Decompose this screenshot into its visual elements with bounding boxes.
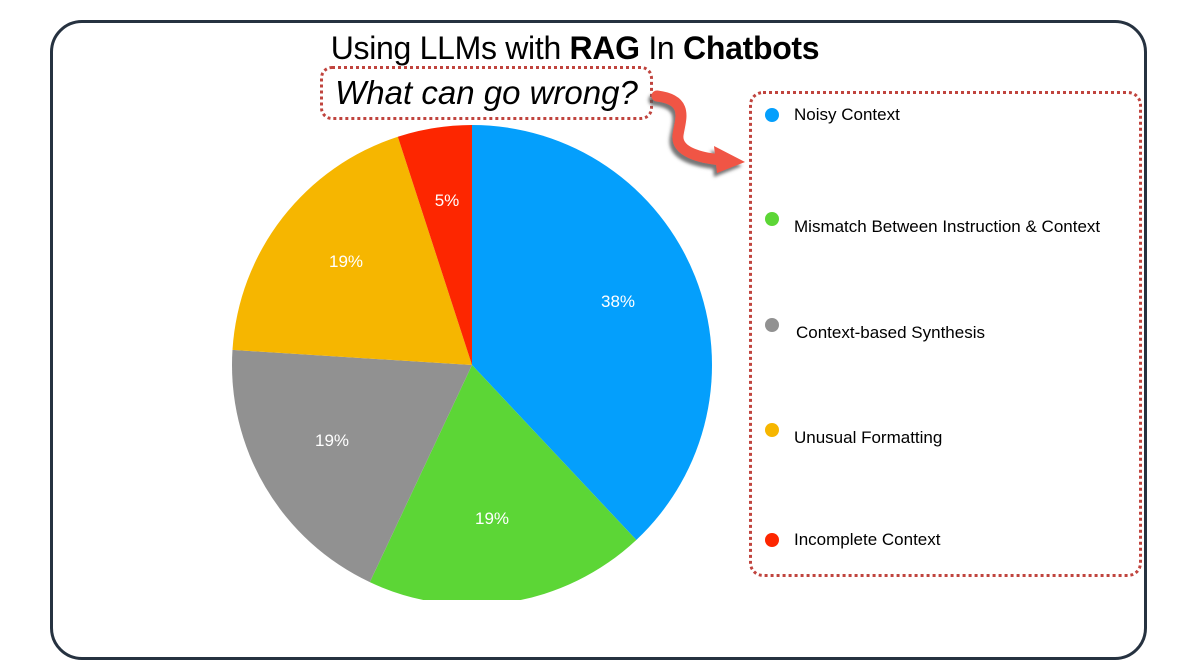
arrow-icon (651, 90, 745, 173)
chart-subtitle: What can go wrong? (335, 74, 638, 111)
title-bold-chatbots: Chatbots (683, 30, 820, 66)
pie-slice-mismatch-between-instruction-context (369, 365, 637, 600)
pie-slice-noisy-context (472, 125, 713, 540)
legend-dot-icon (765, 423, 779, 437)
title-prefix: Using LLMs with (330, 30, 570, 66)
pie-slice-label: 5% (435, 191, 460, 210)
pie-slice-label: 19% (315, 431, 349, 450)
legend-label: Mismatch Between Instruction & Context (794, 217, 1101, 236)
legend: Noisy Context Mismatch Between Instructi… (749, 91, 1142, 577)
subtitle-box: What can go wrong? (320, 66, 653, 120)
pie-slice-labels: 38% 19% 19% 19% 5% (315, 191, 635, 528)
pie-slice-unusual-formatting (232, 136, 472, 365)
pie-chart: 38% 19% 19% 19% 5% (231, 90, 745, 600)
title-middle: In (639, 30, 684, 66)
legend-label: Noisy Context (794, 105, 900, 124)
legend-label: Incomplete Context (794, 530, 941, 549)
legend-dot-icon (765, 108, 779, 122)
pie-slice-label: 19% (475, 509, 509, 528)
legend-dot-icon (765, 318, 779, 332)
legend-label: Unusual Formatting (794, 428, 943, 447)
chart-title: Using LLMs with RAG In Chatbots (0, 28, 1150, 68)
pie-slice-context-based-synthesis (231, 349, 472, 583)
pie-slices (231, 125, 713, 600)
legend-label: Context-based Synthesis (796, 323, 985, 342)
pie-slice-incomplete-context (397, 125, 472, 365)
legend-dot-icon (765, 533, 779, 547)
legend-dot-icon (765, 212, 779, 226)
pie-slice-label: 19% (329, 252, 363, 271)
title-bold-rag: RAG (569, 30, 641, 66)
pie-slice-label: 38% (601, 292, 635, 311)
